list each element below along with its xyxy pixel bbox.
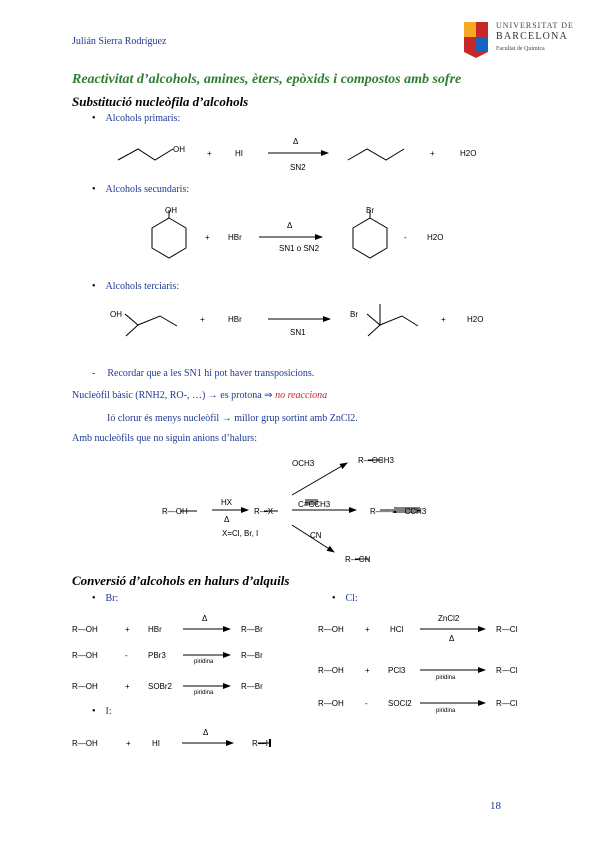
svg-text:R—CN: R—CN	[345, 555, 371, 564]
svg-text:R—Cl: R—Cl	[496, 666, 518, 675]
svg-text:+: +	[200, 315, 205, 324]
svg-text:Δ: Δ	[203, 728, 209, 737]
svg-text:R—Cl: R—Cl	[496, 625, 518, 634]
svg-text:Br: Br	[366, 206, 374, 215]
svg-text:HBr: HBr	[228, 315, 242, 324]
svg-text:+: +	[125, 682, 130, 691]
svg-text:+: +	[441, 315, 446, 324]
svg-text:HI: HI	[235, 149, 243, 158]
bromocyclohexane-ring	[352, 217, 388, 259]
note-non-halide: Amb nucleòfils que no siguin anions d’ha…	[72, 433, 257, 444]
svg-text:HBr: HBr	[228, 233, 242, 242]
reaction-arrow	[291, 524, 335, 553]
svg-text:C≡CCH3: C≡CCH3	[298, 500, 331, 509]
section-heading-substitution: Substitució nucleòfila d’alcohols	[72, 94, 249, 109]
svg-text:R—OH: R—OH	[72, 739, 98, 748]
svg-text:R—OH: R—OH	[318, 625, 344, 634]
svg-text:R—OH: R—OH	[72, 651, 98, 660]
svg-text:R—OH: R—OH	[162, 507, 188, 516]
svg-text:+: +	[125, 625, 130, 634]
svg-text:PCl3: PCl3	[388, 666, 406, 675]
svg-text:SN1 o SN2: SN1 o SN2	[279, 244, 320, 253]
svg-text:H2O: H2O	[467, 315, 483, 324]
bullet-secondary: •Alcohols secundaris:	[92, 184, 190, 195]
svg-text:-: -	[404, 233, 407, 242]
bullet-i: •I:	[92, 706, 112, 717]
svg-text:SN1: SN1	[290, 328, 306, 337]
shield-icon	[464, 22, 488, 58]
tert-alcohol-skeleton	[124, 313, 178, 327]
svg-text:SN2: SN2	[290, 163, 306, 172]
svg-text:HBr: HBr	[148, 625, 162, 634]
svg-text:piridina: piridina	[194, 659, 214, 665]
bullet-br: •Br:	[92, 593, 119, 604]
svg-text:R—OH: R—OH	[318, 666, 344, 675]
svg-text:H2O: H2O	[460, 149, 476, 158]
svg-text:piridina: piridina	[436, 675, 456, 681]
svg-text:PBr3: PBr3	[148, 651, 166, 660]
svg-text:+: +	[126, 739, 131, 748]
svg-text:R—I: R—I	[252, 739, 268, 748]
reaction-arrow	[291, 462, 348, 496]
svg-text:OH: OH	[110, 310, 122, 319]
logo-line3: Facultat de Química	[496, 46, 545, 52]
svg-text:-: -	[125, 651, 128, 660]
page-title: Reactivitat d’alcohols, amines, èters, e…	[72, 72, 462, 87]
svg-text:H2O: H2O	[427, 233, 443, 242]
svg-text:SOCl2: SOCl2	[388, 699, 412, 708]
svg-text:piridina: piridina	[436, 708, 456, 714]
header-author: Julián Sierra Rodríguez	[72, 36, 167, 47]
logo-line2: BARCELONA	[496, 31, 568, 42]
svg-text:Δ: Δ	[449, 634, 455, 643]
svg-text:OH: OH	[165, 206, 177, 215]
note-transpositions: -Recordar que a les SN1 hi pot haver tra…	[92, 368, 315, 379]
svg-text:HCl: HCl	[390, 625, 404, 634]
svg-text:R—Cl: R—Cl	[496, 699, 518, 708]
page-number: 18	[490, 800, 501, 812]
svg-text:+: +	[365, 666, 370, 675]
svg-text:piridina: piridina	[194, 690, 214, 696]
svg-text:Δ: Δ	[287, 221, 293, 230]
svg-text:SOBr2: SOBr2	[148, 682, 173, 691]
butanol-skeleton	[117, 148, 174, 161]
svg-text:+: +	[207, 149, 212, 158]
bullet-tertiary: •Alcohols terciaris:	[92, 281, 180, 292]
svg-text:-: -	[365, 699, 368, 708]
butane-skeleton	[347, 148, 405, 161]
cyclohexanol-ring	[151, 217, 187, 259]
bullet-cl: •Cl:	[332, 593, 358, 604]
svg-text:R—Br: R—Br	[241, 651, 263, 660]
svg-text:R—OH: R—OH	[72, 625, 98, 634]
svg-text:R—X: R—X	[254, 507, 274, 516]
svg-text:X=Cl, Br, I: X=Cl, Br, I	[222, 529, 258, 538]
svg-text:R—Br: R—Br	[241, 682, 263, 691]
svg-text:Br: Br	[350, 310, 358, 319]
svg-text:HI: HI	[152, 739, 160, 748]
tert-bromide-skeleton	[366, 313, 419, 327]
note-chloride: Ió clorur és menys nucleòfil → millor gr…	[107, 413, 358, 424]
note-basic-nucleophile: Nucleòfil bàsic (RNH2, RO-, …) → es prot…	[72, 390, 328, 401]
svg-text:OCH3: OCH3	[292, 459, 315, 468]
svg-text:+: +	[205, 233, 210, 242]
svg-text:R—OH: R—OH	[318, 699, 344, 708]
svg-text:Δ: Δ	[202, 614, 208, 623]
bullet-primary: •Alcohols primaris:	[92, 113, 181, 124]
svg-text:CN: CN	[310, 531, 322, 540]
oh-label: OH	[173, 145, 185, 154]
svg-text:Δ: Δ	[224, 515, 230, 524]
svg-text:Δ: Δ	[293, 137, 299, 146]
svg-text:ZnCl2: ZnCl2	[438, 614, 460, 623]
svg-text:HX: HX	[221, 498, 233, 507]
svg-text:R——≡—CCH3: R——≡—CCH3	[370, 507, 427, 516]
svg-text:R—Br: R—Br	[241, 625, 263, 634]
svg-text:R—OH: R—OH	[72, 682, 98, 691]
svg-text:R—OCH3: R—OCH3	[358, 456, 395, 465]
svg-text:+: +	[430, 149, 435, 158]
section-heading-conversion: Conversió d’alcohols en halurs d’alquils	[72, 573, 290, 588]
logo-line1: UNIVERSITAT DE	[496, 21, 574, 30]
svg-text:+: +	[365, 625, 370, 634]
university-logo	[462, 20, 572, 60]
